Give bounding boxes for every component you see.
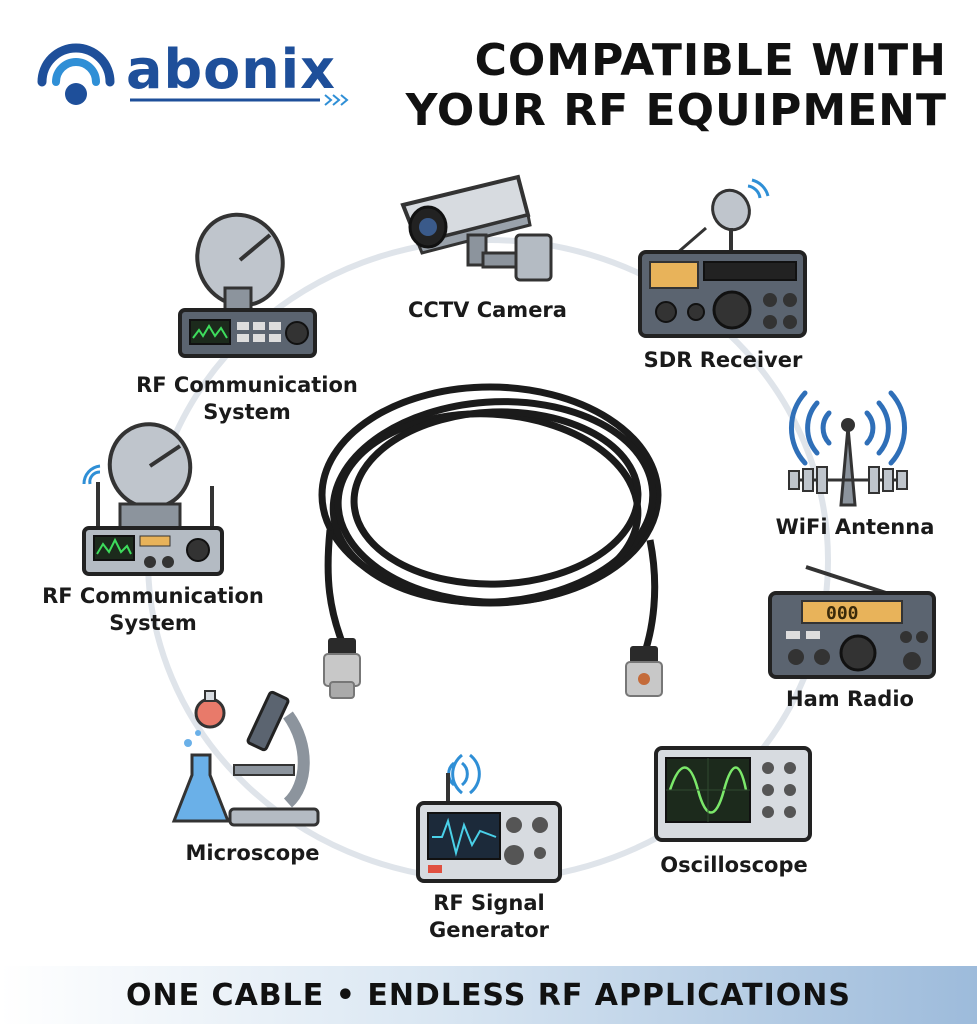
bnc-male-connector-icon (323, 638, 361, 699)
satellite-dish-receiver-icon (178, 212, 317, 358)
label-sdr-receiver: SDR Receiver (643, 348, 803, 372)
label-ham-radio: Ham Radio (786, 687, 914, 711)
oscilloscope-icon (654, 746, 812, 842)
label-microscope: Microscope (185, 841, 320, 865)
label-wifi-antenna: WiFi Antenna (775, 515, 935, 539)
footer-banner: ONE CABLE • ENDLESS RF APPLICATIONS (0, 966, 977, 1024)
signal-generator-icon (416, 753, 562, 883)
sdr-receiver-icon (638, 178, 807, 338)
label-oscilloscope: Oscilloscope (660, 853, 808, 877)
headline-line2: YOUR RF EQUIPMENT (405, 85, 947, 136)
footer-tagline: ONE CABLE • ENDLESS RF APPLICATIONS (126, 978, 851, 1013)
headline-line1: COMPATIBLE WITH (474, 35, 947, 86)
ham-radio-display: 000 (826, 603, 859, 624)
headline: COMPATIBLE WITH YOUR RF EQUIPMENT (367, 36, 947, 136)
label-cctv-camera: CCTV Camera (408, 298, 567, 322)
coax-cable-icon (318, 383, 663, 699)
label-rf-signal-generator: RF Signal Generator (428, 891, 550, 942)
brand-name: abonix (126, 38, 336, 101)
brand-logo: abonix (34, 30, 364, 110)
label-rf-communication-1: RF Communication System (136, 373, 358, 424)
label-rf-communication-2: RF Communication System (42, 584, 264, 635)
satellite-transceiver-icon (82, 422, 224, 576)
cctv-camera-icon (400, 174, 553, 282)
bnc-female-connector-icon (625, 646, 663, 697)
microscope-icon (171, 690, 320, 827)
ham-radio-icon: 000 (768, 565, 936, 679)
wifi-antenna-icon (788, 390, 908, 507)
signal-logo-icon (37, 43, 115, 105)
logo-underline (130, 94, 349, 106)
